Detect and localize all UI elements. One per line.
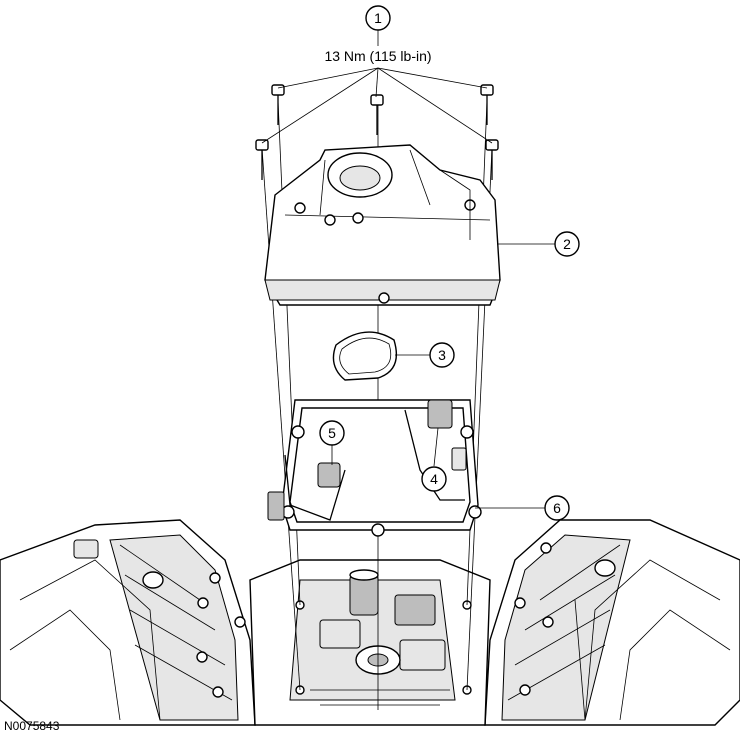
callout-4: 4	[421, 466, 447, 492]
callout-3: 3	[429, 342, 455, 368]
callout-1: 1	[365, 5, 391, 31]
callout-6-label: 6	[553, 500, 561, 516]
torque-spec: 13 Nm (115 lb-in)	[324, 48, 431, 64]
oil-pan	[264, 144, 501, 306]
o-ring-seal	[332, 331, 398, 381]
callout-4-label: 4	[430, 471, 438, 487]
callout-5-label: 5	[328, 425, 336, 441]
callout-2: 2	[554, 231, 580, 257]
callout-5: 5	[319, 420, 345, 446]
callout-3-label: 3	[438, 347, 446, 363]
engine-block	[0, 519, 740, 726]
callout-6: 6	[544, 495, 570, 521]
figure-id: N0075843	[4, 719, 60, 733]
callout-2-label: 2	[563, 236, 571, 252]
leader-lines	[261, 30, 555, 509]
callout-1-label: 1	[374, 10, 382, 26]
